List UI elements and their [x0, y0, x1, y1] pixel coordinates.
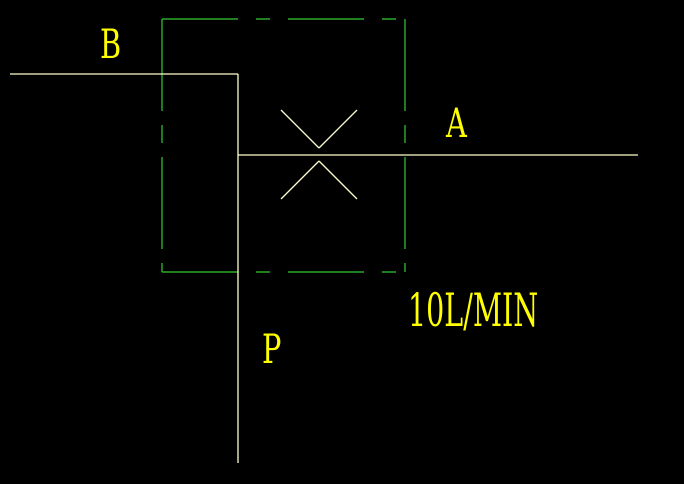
throttle-symbol — [280, 109, 358, 200]
throttle-lower-right — [318, 160, 358, 200]
port-p-label: P — [262, 325, 281, 372]
throttle-upper-right — [318, 109, 358, 149]
port-a-label: A — [445, 99, 467, 146]
flow-lines — [10, 73, 638, 463]
valve-envelope — [161, 18, 406, 273]
port-b-label: B — [100, 20, 121, 67]
throttle-lower-left — [280, 160, 320, 200]
throttle-upper-left — [280, 109, 320, 149]
flow-rate-label: 10L/MIN — [408, 284, 538, 338]
